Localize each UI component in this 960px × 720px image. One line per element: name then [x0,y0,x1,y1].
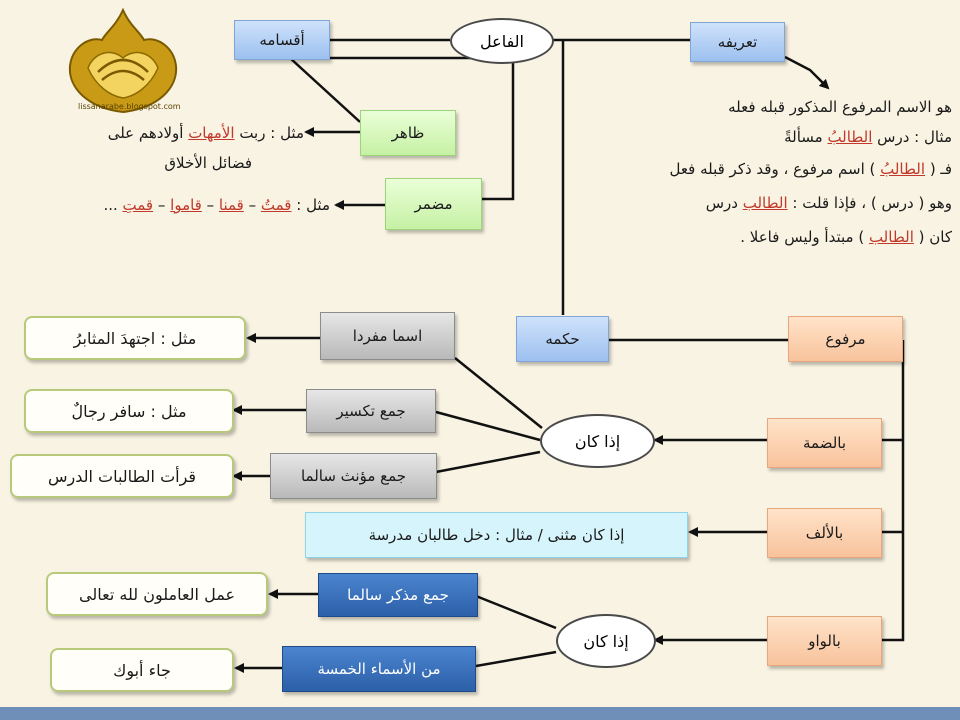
node-zahir: ظاهر [360,110,456,156]
definition-line-3: فـ ( الطالبُ ) اسم مرفوع ، وقد ذكر قبله … [669,160,952,178]
zahir-example-line1: مثل : ربت الأمهات أولادهم على [107,124,304,142]
node-marfu3: مرفوع [788,316,903,362]
node-ta3rifuh: تعريفه [690,22,785,62]
example-mufrad: مثل : اجتهدَ المثابرُ [24,316,246,360]
node-ism-mufrad: اسما مفردا [320,312,455,360]
node-aqsamuh: أقسامه [234,20,330,60]
node-bil-waw: بالواو [767,616,882,666]
node-fa3il: الفاعل [450,18,554,64]
example-muannath: قرأت الطالبات الدرس [10,454,234,498]
definition-line-2: مثال : درس الطالبُ مسألةً [784,128,952,146]
node-bil-alif: بالألف [767,508,882,558]
definition-line-5: كان ( الطالب ) مبتدأ وليس فاعلا . [740,228,952,246]
node-idha-kana-2: إذا كان [556,614,656,668]
logo-url-text: lissanarabe.blogspot.com [78,102,181,111]
node-hukmuh: حكمه [516,316,609,362]
zahir-example-line2: فضائل الأخلاق [164,154,252,172]
node-jam3-mudhakkar: جمع مذكر سالما [318,573,478,617]
example-alif: إذا كان مثنى / مثال : دخل طالبان مدرسة [305,512,688,558]
site-logo-emblem [68,8,178,114]
definition-line-1: هو الاسم المرفوع المذكور قبله فعله [728,98,952,116]
node-asma-khamsa: من الأسماء الخمسة [282,646,476,692]
node-idha-kana-1: إذا كان [540,414,655,468]
bottom-border-bar [0,707,960,720]
example-taksir: مثل : سافر رجالٌ [24,389,234,433]
node-jam3-taksir: جمع تكسير [306,389,436,433]
definition-line-4: وهو ( درس ) ، فإذا قلت : الطالب درس [705,194,952,212]
node-bil-damma: بالضمة [767,418,882,468]
node-mudmar: مضمر [385,178,482,230]
mudmar-example: مثل : قمتُ – قمنا – قاموا – قمتِ ... [103,196,330,214]
node-jam3-muannath: جمع مؤنث سالما [270,453,437,499]
example-mudhakkar: عمل العاملون لله تعالى [46,572,268,616]
example-khamsa: جاء أبوك [50,648,234,692]
